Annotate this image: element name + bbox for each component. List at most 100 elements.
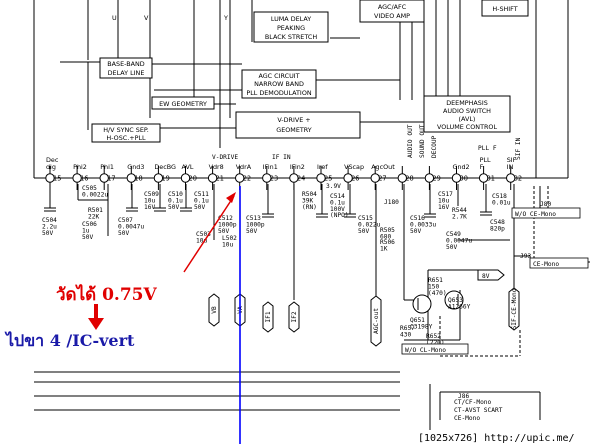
component-wiring bbox=[34, 184, 590, 444]
svg-text:H-SHIFT: H-SHIFT bbox=[492, 5, 517, 13]
component-label-c510: 0.1u bbox=[168, 197, 183, 204]
component-label-r505: R505 bbox=[380, 227, 395, 234]
component-label-c513: 1000p bbox=[246, 221, 265, 228]
component-label-c512: 50V bbox=[218, 228, 229, 235]
component-label-c549: 0.0047u bbox=[446, 237, 472, 244]
component-label-c507: C507 bbox=[118, 217, 133, 224]
pin-27: 27 AgcOut bbox=[370, 163, 395, 190]
component-label-q651: C3198Y bbox=[410, 323, 433, 330]
component-label-c512: C512 bbox=[218, 215, 233, 222]
net-flag-if1: IF1 bbox=[262, 301, 274, 333]
component-label-r651: R651 bbox=[428, 277, 443, 284]
pin-name-27: AgcOut bbox=[371, 163, 395, 171]
component-label-r657: R657 bbox=[400, 325, 415, 332]
svg-text:BASE-BAND: BASE-BAND bbox=[107, 60, 144, 68]
component-label-c504: 50V bbox=[42, 230, 53, 237]
component-label-c511: 50V bbox=[194, 204, 205, 211]
pin-number-30: 30 bbox=[460, 175, 468, 183]
pin-number-19: 19 bbox=[161, 175, 169, 183]
component-label-c511: 0.1u bbox=[194, 197, 209, 204]
pin-name-22: VdrA bbox=[236, 163, 252, 171]
pin-name-19: DecBG bbox=[154, 163, 176, 171]
component-label-c515: 50V bbox=[358, 228, 369, 235]
component-label-c513: 50V bbox=[246, 228, 257, 235]
pin-number-20: 20 bbox=[189, 175, 197, 183]
svg-text:W/O CE-Mono: W/O CE-Mono bbox=[515, 211, 556, 218]
option-w-o-cl-mono: W/O CL-Mono bbox=[401, 343, 469, 355]
legend-box: CT/CF-Mono CT-AVST SCART CE-Mono bbox=[454, 399, 503, 422]
component-label-j93: J93 bbox=[520, 253, 531, 260]
block-ew-geometry: EW GEOMETRY bbox=[151, 96, 215, 110]
svg-text:DELAY LINE: DELAY LINE bbox=[108, 69, 145, 77]
go-to-ic-vert-note: ไปขา 4 /IC-vert bbox=[4, 331, 135, 350]
component-label-l502: 10u bbox=[222, 241, 233, 248]
component-label-r506: R506 bbox=[380, 239, 395, 246]
component-label-c516: 0.0033u bbox=[410, 221, 436, 228]
component-label-c506: 1u bbox=[82, 227, 90, 234]
pin-28: 28 bbox=[397, 166, 414, 190]
component-label-c515: 0.022u bbox=[358, 221, 381, 228]
component-label-c549: C549 bbox=[446, 231, 461, 238]
pin-name-18: Gnd3 bbox=[127, 163, 144, 171]
svg-text:LUMA DELAY: LUMA DELAY bbox=[271, 15, 311, 23]
component-label-q653: Q653 bbox=[448, 297, 463, 304]
pin-number-23: 23 bbox=[270, 175, 278, 183]
pin-number-15: 15 bbox=[53, 175, 61, 183]
svg-text:(AVL): (AVL) bbox=[459, 115, 476, 123]
component-label-c504: 2.2u bbox=[42, 223, 57, 230]
component-label-c505: 0.0022u bbox=[82, 191, 108, 198]
transistor-q651 bbox=[412, 294, 432, 314]
component-label-c509: C509 bbox=[144, 191, 159, 198]
svg-text:8V: 8V bbox=[482, 273, 490, 280]
component-label-l502: L502 bbox=[222, 235, 237, 242]
component-label-c516: C516 bbox=[410, 215, 425, 222]
block-base-band-delay-line: BASE-BAND DELAY LINE bbox=[99, 57, 153, 79]
net-flag-text: IF1 bbox=[265, 311, 272, 322]
pin-name-24: IFin2 bbox=[290, 163, 305, 171]
pin-number-27: 27 bbox=[378, 175, 386, 183]
svg-text:GEOMETRY: GEOMETRY bbox=[276, 126, 312, 134]
svg-text:CE-Mono: CE-Mono bbox=[533, 261, 559, 268]
svg-text:NARROW BAND: NARROW BAND bbox=[254, 80, 304, 88]
pin-name-32: SIF bbox=[507, 156, 517, 164]
svg-text:AGC CIRCUIT: AGC CIRCUIT bbox=[258, 72, 299, 80]
component-label-c509: 16V bbox=[144, 204, 155, 211]
net-flag-agc-out: AGC-out bbox=[370, 295, 382, 347]
signal-y-label: Y bbox=[223, 14, 228, 22]
component-label-c503: C503 bbox=[196, 231, 211, 238]
transistor-q653 bbox=[444, 290, 464, 310]
component-label-c507: 0.0047u bbox=[118, 223, 144, 230]
component-label-c506: 50V bbox=[82, 234, 93, 241]
component-label-j80: J80 bbox=[540, 201, 551, 208]
svg-text:AGC/AFC: AGC/AFC bbox=[378, 3, 407, 11]
pin-number-25: 25 bbox=[324, 175, 332, 183]
svg-text:V-DRIVE +: V-DRIVE + bbox=[277, 116, 310, 124]
signal-v-label: V bbox=[144, 14, 149, 22]
pin-name-16: Phi2 bbox=[73, 163, 87, 171]
pin-name-26: VScap bbox=[344, 163, 364, 171]
block-agc-afc-video-amp: AGC/AFC VIDEO AMP bbox=[359, 0, 425, 23]
sound-out-label: SOUND OUT bbox=[419, 124, 426, 158]
pin-name-15: Dec bbox=[46, 156, 59, 164]
component-label-c517: 16V bbox=[438, 204, 449, 211]
pin-name-25: Iref bbox=[317, 163, 328, 171]
component-label-c518: 0.01u bbox=[492, 199, 511, 206]
pin-name-21: Vdr8 bbox=[209, 163, 224, 171]
svg-text:VIDEO AMP: VIDEO AMP bbox=[374, 12, 410, 20]
component-label-c507: 50V bbox=[118, 230, 129, 237]
pin-name-20: AVL bbox=[182, 163, 194, 171]
pll-f-label: PLL F bbox=[478, 145, 497, 152]
svg-text:EW GEOMETRY: EW GEOMETRY bbox=[159, 100, 207, 108]
component-label-c514: 100V bbox=[330, 206, 345, 213]
component-label-r506: 1K bbox=[380, 245, 388, 252]
svg-text:H/V SYNC SEP.: H/V SYNC SEP. bbox=[103, 126, 149, 134]
component-label-r504: (RN) bbox=[302, 204, 317, 211]
block-deemphasis: DEEMPHASIS AUDIO SWITCH (AVL) VOLUME CON… bbox=[423, 95, 511, 133]
net-flag-sif-ce-mono: SIF-CE-Mono bbox=[508, 287, 520, 331]
